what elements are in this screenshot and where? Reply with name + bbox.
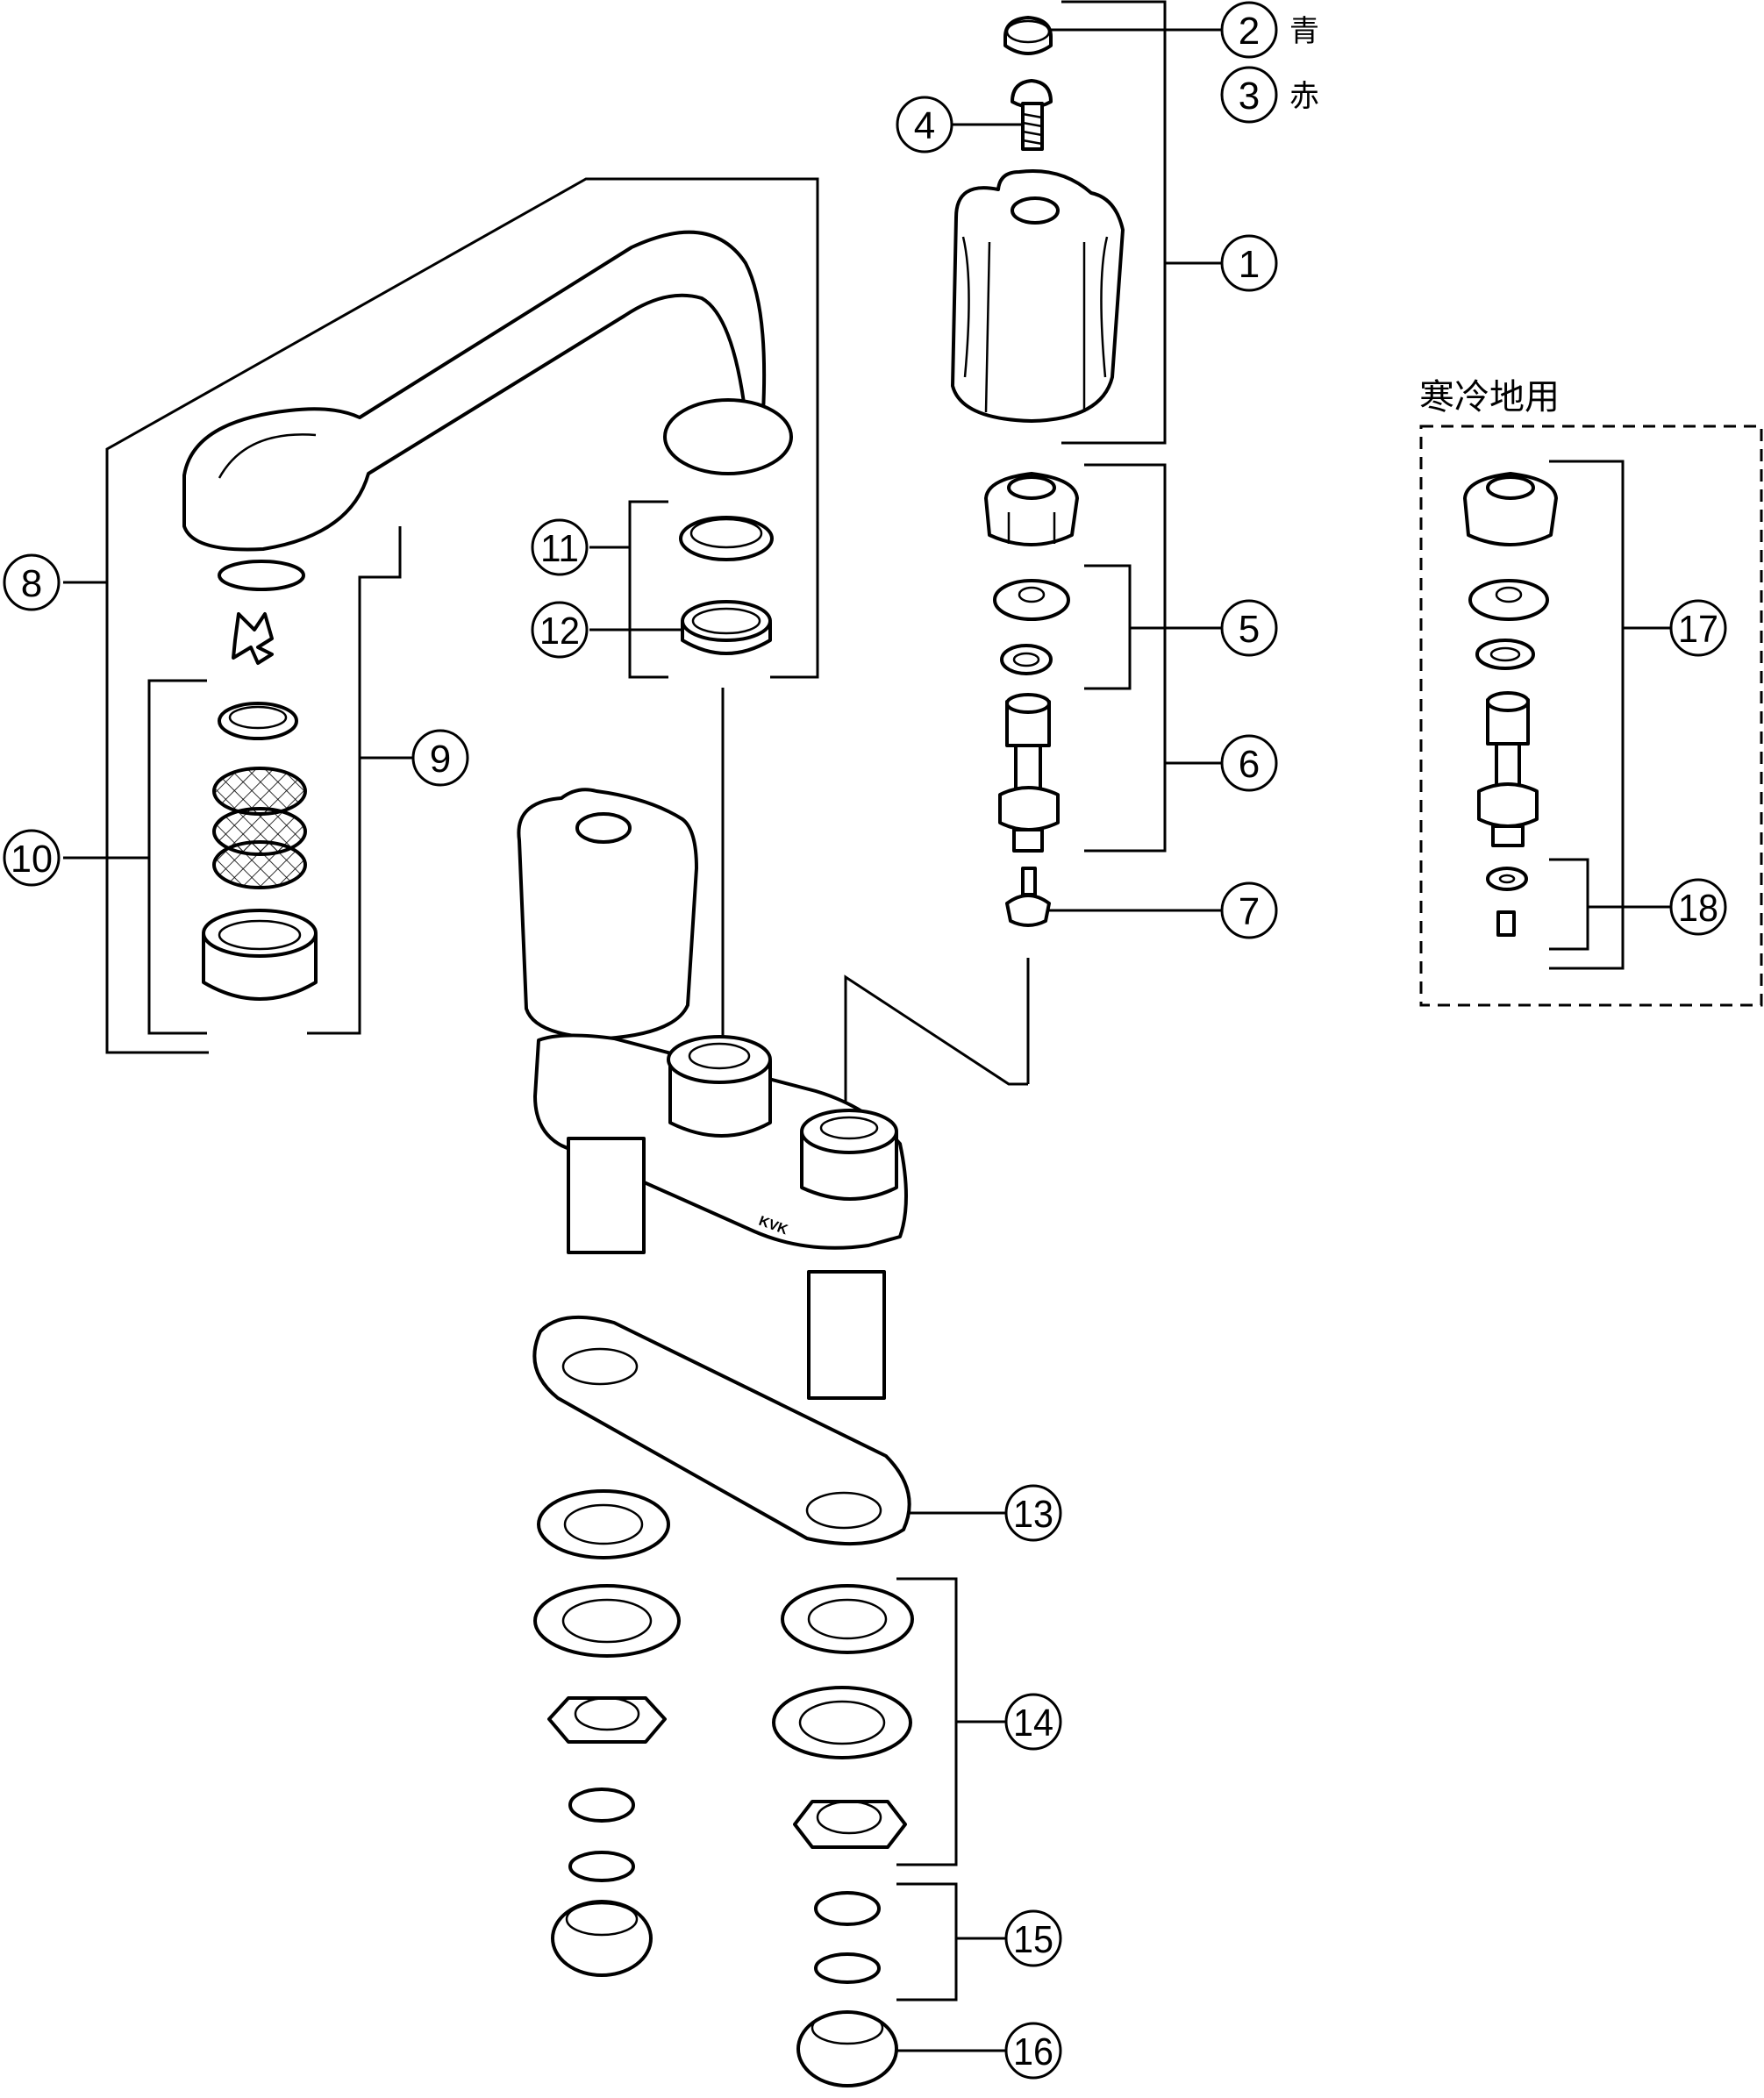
callout-3: 3 赤 (1220, 66, 1319, 124)
handle-part (951, 169, 1125, 423)
callout-10: 10 (3, 829, 61, 887)
callout-6: 6 (1220, 734, 1278, 792)
callout-2: 2 青 (1220, 1, 1319, 59)
screw-part (1011, 79, 1053, 151)
svg-text:7: 7 (1239, 890, 1260, 933)
svg-text:5: 5 (1239, 608, 1260, 651)
right-lower-stack (772, 1584, 914, 2087)
callout-8: 8 (3, 553, 61, 611)
valve-part (1005, 867, 1051, 927)
callout-4: 4 (896, 96, 953, 153)
callout-18: 18 (1669, 878, 1727, 936)
callout-7: 7 (1220, 881, 1278, 939)
callout-3-note: 赤 (1289, 79, 1319, 114)
svg-text:13: 13 (1013, 1493, 1053, 1536)
aerator-parts (202, 612, 318, 1001)
callout-15: 15 (1004, 1909, 1062, 1967)
callout-9: 9 (411, 729, 469, 787)
washers-part (993, 579, 1070, 675)
mounting-plate (532, 1315, 911, 1546)
leader-lines (63, 0, 1672, 2052)
svg-text:2: 2 (1239, 10, 1260, 53)
left-lower-stack (533, 1489, 681, 1977)
swivel-rings (679, 516, 774, 655)
callout-11: 11 (531, 518, 589, 576)
callout-14: 14 (1004, 1693, 1062, 1751)
gland-nut-part (984, 472, 1079, 546)
svg-text:11: 11 (540, 527, 579, 570)
callout-16: 16 (1004, 2022, 1062, 2080)
svg-text:6: 6 (1239, 743, 1260, 786)
cap-part (1003, 16, 1053, 55)
spout-part (182, 230, 793, 591)
callout-12: 12 (531, 601, 589, 659)
svg-text:17: 17 (1678, 608, 1718, 651)
cold-region-title: 寒冷地用 (1419, 377, 1560, 417)
callout-13: 13 (1004, 1484, 1062, 1542)
svg-text:10: 10 (11, 838, 53, 881)
svg-text:9: 9 (430, 738, 451, 781)
svg-text:12: 12 (539, 610, 580, 653)
svg-text:15: 15 (1013, 1918, 1053, 1961)
svg-text:3: 3 (1239, 75, 1260, 118)
spindle-part (998, 693, 1060, 853)
cold-region-box: 寒冷地用 (1419, 377, 1763, 1007)
svg-text:1: 1 (1239, 243, 1260, 286)
callout-5: 5 (1220, 599, 1278, 657)
cold-region-parts (1463, 472, 1558, 937)
svg-text:14: 14 (1013, 1702, 1053, 1745)
svg-text:16: 16 (1013, 2030, 1053, 2073)
svg-text:18: 18 (1678, 887, 1718, 930)
callout-17: 17 (1669, 599, 1727, 657)
callout-2-note: 青 (1289, 14, 1319, 49)
faucet-body: KVK (517, 788, 908, 1400)
callouts: 2 青 3 赤 4 1 5 6 7 8 (3, 1, 1727, 2080)
callout-1: 1 (1220, 234, 1278, 292)
svg-text:4: 4 (914, 104, 935, 147)
svg-text:8: 8 (21, 562, 42, 605)
